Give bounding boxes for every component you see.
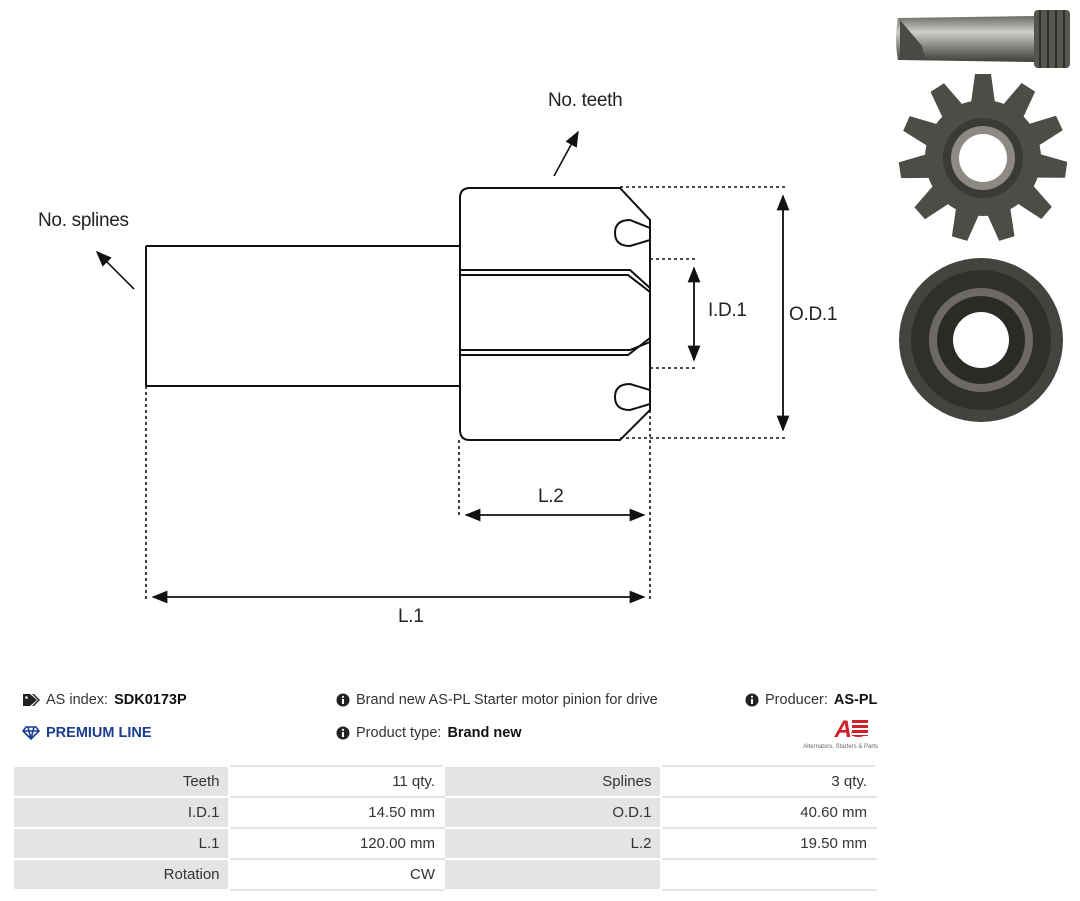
info-icon	[336, 726, 350, 740]
spec-value: 14.50 mm	[227, 796, 446, 829]
producer-label: Producer:	[765, 692, 828, 708]
product-photo-side	[896, 10, 1070, 68]
as-index-value: SDK0173P	[114, 692, 187, 708]
description-text: Brand new AS-PL Starter motor pinion for…	[356, 692, 658, 708]
spec-key	[443, 858, 662, 891]
table-row: I.D.1 14.50 mm O.D.1 40.60 mm	[12, 796, 877, 829]
spec-key: Teeth	[12, 765, 230, 798]
technical-drawing	[95, 130, 790, 604]
table-row: L.1 120.00 mm L.2 19.50 mm	[12, 827, 877, 860]
product-photo-front	[898, 74, 1068, 243]
premium-line: PREMIUM LINE	[22, 725, 152, 741]
spec-key: O.D.1	[443, 796, 662, 829]
spec-key: I.D.1	[12, 796, 230, 829]
product-type-label: Product type:	[356, 725, 442, 741]
spec-value: 40.60 mm	[659, 796, 877, 829]
label-no-teeth: No. teeth	[548, 90, 623, 111]
tag-icon	[23, 694, 40, 706]
pinion-shaft	[145, 245, 460, 387]
producer-value: AS-PL	[833, 692, 878, 708]
label-no-splines: No. splines	[38, 210, 129, 231]
label-l1: L.1	[398, 606, 424, 627]
dimension-extension-lines	[145, 186, 786, 600]
spec-value: 120.00 mm	[227, 827, 446, 860]
spec-value: CW	[227, 858, 446, 891]
spec-key: L.2	[443, 827, 662, 860]
producer: Producer: AS-PL	[745, 692, 877, 708]
label-od1: O.D.1	[789, 304, 838, 325]
spec-key: Splines	[443, 765, 662, 798]
product-description: Brand new AS-PL Starter motor pinion for…	[336, 692, 658, 708]
label-l2: L.2	[538, 486, 564, 507]
diamond-icon	[22, 726, 40, 740]
spec-value: 11 qty.	[227, 765, 446, 798]
specs-table: Teeth 11 qty. Splines 3 qty. I.D.1 14.50…	[12, 765, 877, 891]
logo-stripes	[852, 720, 868, 736]
as-index-label: AS index:	[46, 692, 109, 708]
as-index: AS index: SDK0173P	[22, 692, 187, 708]
pinion-gear-head	[459, 187, 651, 441]
info-icon	[745, 693, 759, 707]
premium-line-label: PREMIUM LINE	[46, 725, 152, 741]
logo-tagline: Alternators, Starters & Parts	[803, 744, 878, 750]
table-row: Rotation CW	[12, 858, 877, 891]
spec-value: 19.50 mm	[659, 827, 877, 860]
spec-value	[659, 858, 877, 891]
dimension-arrows	[95, 130, 790, 604]
producer-logo: AS Alternators, Starters & Parts	[790, 716, 878, 754]
label-id1: I.D.1	[708, 300, 747, 321]
spec-value: 3 qty.	[659, 765, 877, 798]
spec-key: Rotation	[12, 858, 230, 891]
table-row: Teeth 11 qty. Splines 3 qty.	[12, 765, 877, 798]
product-type: Product type: Brand new	[336, 725, 522, 741]
spec-key: L.1	[12, 827, 230, 860]
product-photo-back	[899, 258, 1063, 422]
info-icon	[336, 693, 350, 707]
product-type-value: Brand new	[447, 725, 522, 741]
